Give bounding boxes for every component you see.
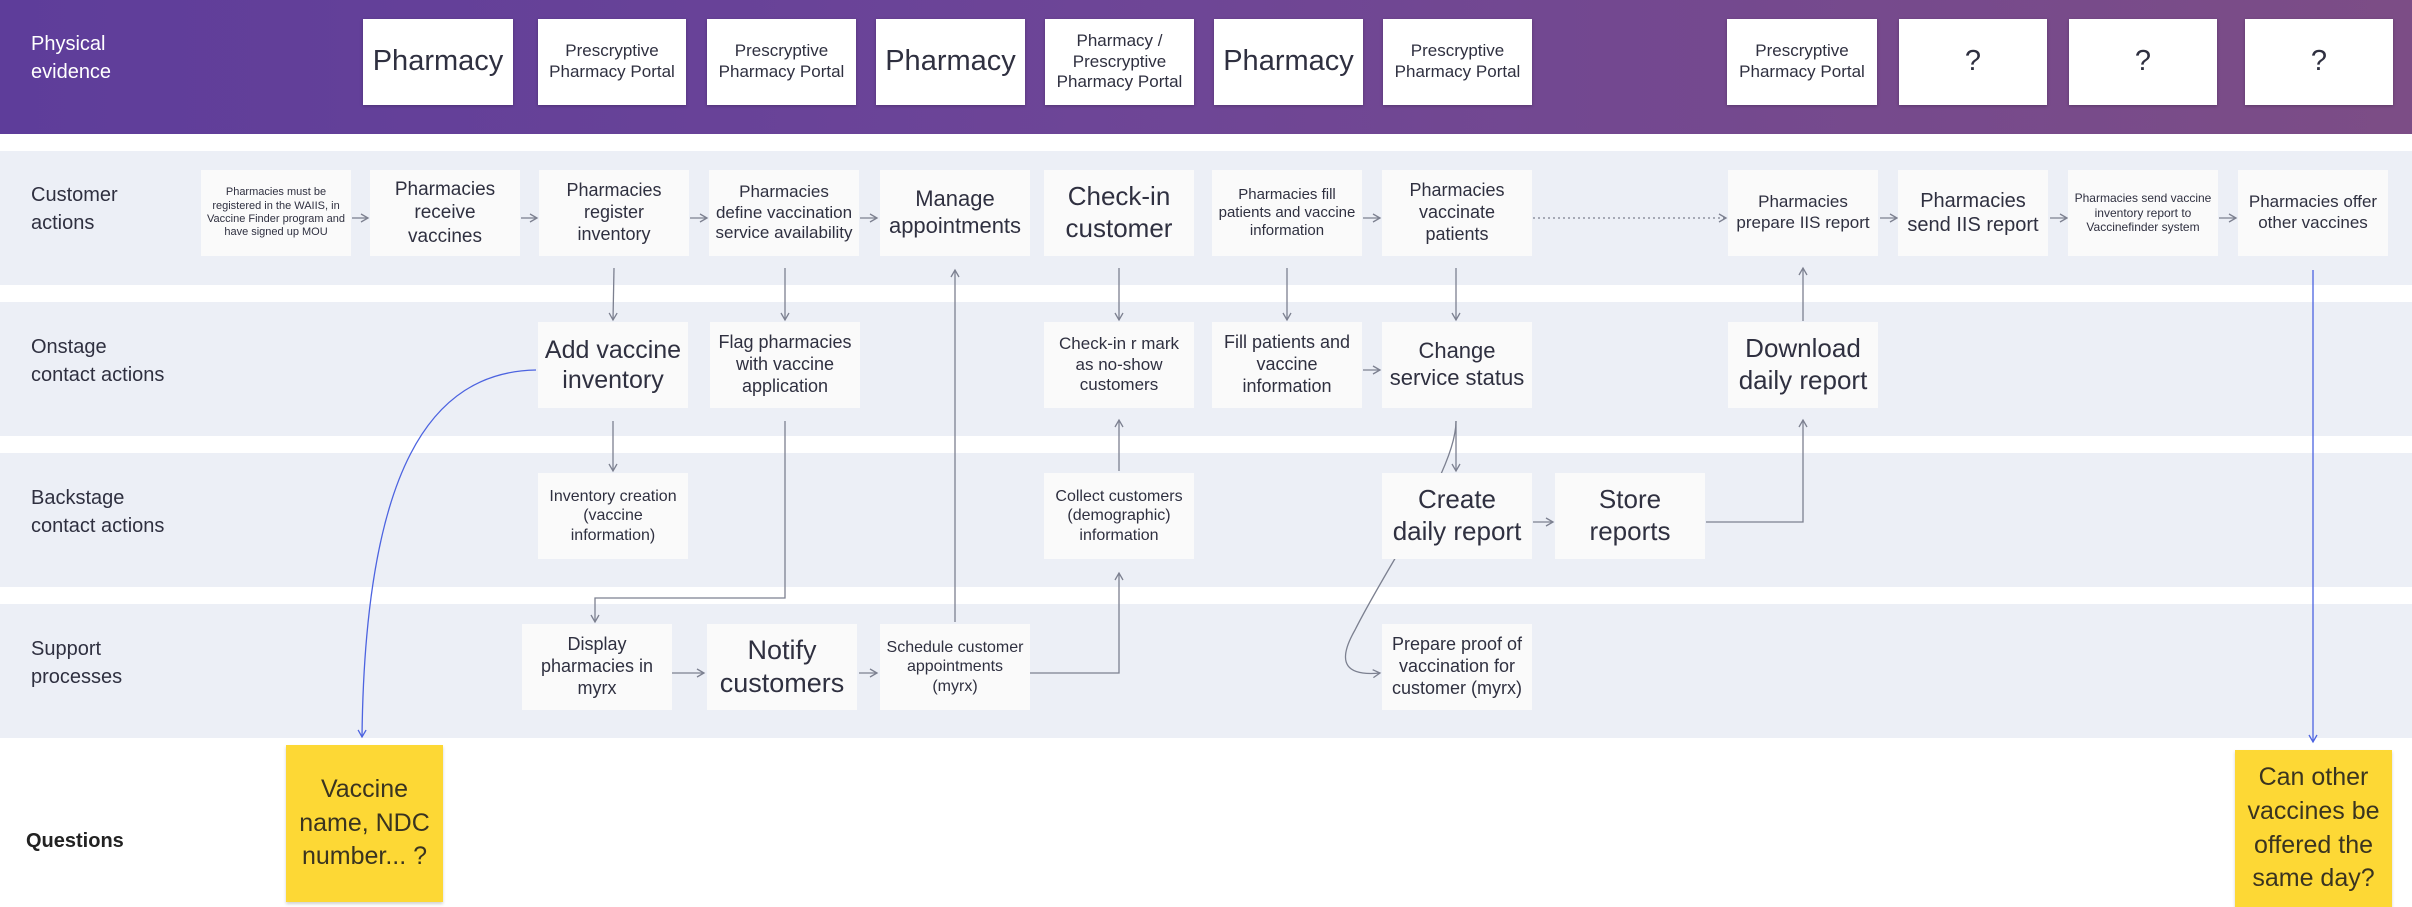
arrow-register-add: [608, 267, 618, 322]
customer-action-card: Manage appointments: [880, 170, 1030, 256]
backstage-card: Store reports: [1555, 473, 1705, 559]
arrow-store-download: [1706, 418, 1808, 523]
arrow-schedule-collect: [1030, 571, 1124, 674]
customer-action-card: Pharmacies send IIS report: [1898, 170, 2048, 256]
support-card: Notify customers: [707, 624, 857, 710]
customer-action-card: Pharmacies prepare IIS report: [1728, 170, 1878, 256]
evidence-card: Pharmacy: [363, 19, 513, 105]
onstage-card: Download daily report: [1728, 322, 1878, 408]
evidence-card: ?: [1899, 19, 2047, 105]
evidence-card: Pharmacy / Prescryptive Pharmacy Portal: [1045, 19, 1194, 105]
onstage-card: Flag pharmacies with vaccine application: [710, 322, 860, 408]
onstage-card: Fill patients and vaccine information: [1212, 322, 1362, 408]
evidence-card: ?: [2245, 19, 2393, 105]
backstage-lane: [0, 453, 2412, 587]
evidence-card: Prescryptive Pharmacy Portal: [707, 19, 856, 105]
question-sticky: Can other vaccines be offered the same d…: [2235, 750, 2392, 907]
customer-action-card: Pharmacies must be registered in the WAI…: [201, 170, 351, 256]
onstage-card: Change service status: [1382, 322, 1532, 408]
link-add-inventory-question: [357, 369, 537, 739]
evidence-card: Prescryptive Pharmacy Portal: [538, 19, 686, 105]
lane-label-backstage: Backstage contact actions: [31, 487, 165, 537]
backstage-card: Collect customers (demographic) informat…: [1044, 473, 1194, 559]
lane-label-physical-evidence: Physical evidence: [31, 33, 112, 83]
customer-action-card: Pharmacies register inventory: [539, 170, 689, 256]
support-card: Schedule customer appointments (myrx): [880, 624, 1030, 710]
customer-action-card: Check-in customer: [1044, 170, 1194, 256]
evidence-card: ?: [2069, 19, 2217, 105]
arrow-flag-display: [590, 421, 786, 624]
customer-action-card: Pharmacies fill patients and vaccine inf…: [1212, 170, 1362, 256]
customer-action-card: Pharmacies send vaccine inventory report…: [2068, 170, 2218, 256]
evidence-card: Pharmacy: [876, 19, 1025, 105]
customer-action-card: Pharmacies receive vaccines: [370, 170, 520, 256]
evidence-card: Pharmacy: [1214, 19, 1363, 105]
support-lane: [0, 604, 2412, 738]
lane-label-onstage: Onstage contact actions: [31, 336, 165, 386]
customer-action-card: Pharmacies offer other vaccines: [2238, 170, 2388, 256]
lane-label-questions: Questions: [26, 830, 124, 852]
evidence-card: Prescryptive Pharmacy Portal: [1383, 19, 1532, 105]
customer-action-card: Pharmacies define vaccination service av…: [709, 170, 859, 256]
onstage-card: Check-in r mark as no-show customers: [1044, 322, 1194, 408]
onstage-card: Add vaccine inventory: [538, 322, 688, 408]
lane-label-support: Support processes: [31, 638, 123, 688]
customer-action-card: Pharmacies vaccinate patients: [1382, 170, 1532, 256]
question-sticky: Vaccine name, NDC number... ?: [286, 745, 443, 902]
support-card: Prepare proof of vaccination for custome…: [1382, 624, 1532, 710]
backstage-card: Create daily report: [1382, 473, 1532, 559]
backstage-card: Inventory creation (vaccine information): [538, 473, 688, 559]
support-card: Display pharmacies in myrx: [522, 624, 672, 710]
arrow-status-proof: [1344, 420, 1457, 679]
onstage-lane: [0, 302, 2412, 436]
evidence-card: Prescryptive Pharmacy Portal: [1727, 19, 1877, 105]
lane-label-customer-actions: Customer actions: [31, 184, 118, 234]
